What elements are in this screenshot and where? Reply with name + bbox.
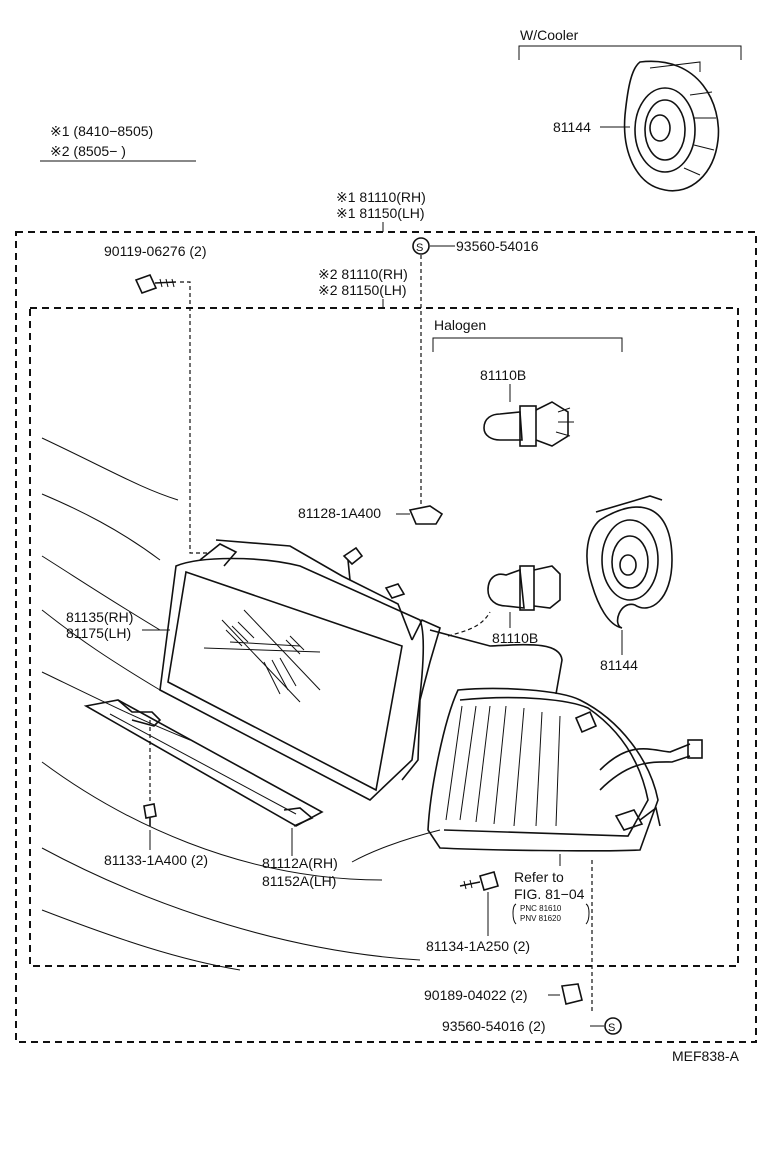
clip-81128: 81128-1A400 bbox=[298, 505, 444, 525]
s-symbol-top bbox=[412, 237, 430, 255]
vehicle-contour-lines bbox=[41, 437, 441, 971]
assembly-inner-box bbox=[29, 307, 739, 967]
part-81110b-top-label: 81110B bbox=[480, 367, 526, 383]
s-symbol-bottom bbox=[604, 1017, 622, 1035]
part-81135-label: 81135(RH) bbox=[66, 609, 133, 625]
part-81152a-label: 81152A(LH) bbox=[262, 873, 336, 889]
figure-code: MEF838-A bbox=[672, 1048, 740, 1064]
halogen-bracket bbox=[432, 337, 623, 352]
assembly-v1-rh-label: ※1 81110(RH) bbox=[336, 189, 426, 205]
part-81175-label: 81175(LH) bbox=[66, 625, 131, 641]
screw-90119-drawing bbox=[134, 274, 177, 294]
halogen-group: Halogen bbox=[432, 317, 623, 352]
screw-81133: 81133-1A400 (2) bbox=[104, 720, 208, 868]
clip-81128-drawing bbox=[408, 505, 444, 525]
bulb-81110b-top: 81110B bbox=[480, 367, 574, 447]
part-93560-top-label: 93560-54016 bbox=[456, 238, 539, 254]
leader-bulb-mid bbox=[447, 611, 491, 637]
nut-90189-drawing bbox=[561, 983, 583, 1005]
part-81134-label: 81134-1A250 (2) bbox=[426, 938, 530, 954]
side-marker-lamp-drawing bbox=[427, 629, 703, 852]
nut-90189: 90189-04022 (2) bbox=[424, 860, 593, 1014]
refer-line-1: Refer to bbox=[514, 869, 564, 885]
assembly-outer-box bbox=[15, 231, 757, 1043]
reflector-81144-right: 81144 bbox=[586, 495, 673, 673]
halogen-label: Halogen bbox=[434, 317, 486, 333]
refer-line-3: PNC 81610 bbox=[520, 904, 562, 913]
refer-line-4: PNV 81620 bbox=[520, 914, 561, 923]
bulb-81110b-mid: 81110B bbox=[447, 565, 561, 646]
lens-81135: 81135(RH) 81175(LH) bbox=[66, 609, 170, 641]
s-symbol-top-text: S bbox=[416, 242, 423, 254]
headlamp-unit-drawing bbox=[159, 539, 441, 801]
support-81112a: 81112A(RH) 81152A(LH) bbox=[83, 699, 338, 889]
leader-90119 bbox=[180, 281, 210, 554]
screw-90119: 90119-06276 (2) bbox=[104, 243, 210, 554]
refer-line-2: FIG. 81−04 bbox=[514, 886, 585, 902]
sealant-93560-top: S 93560-54016 bbox=[412, 237, 539, 506]
screw-81134: 81134-1A250 (2) bbox=[426, 871, 530, 954]
sealant-93560-bottom: 93560-54016 (2) S bbox=[442, 1017, 622, 1035]
refer-paren-left bbox=[512, 903, 517, 925]
part-93560-bottom-label: 93560-54016 (2) bbox=[442, 1018, 546, 1034]
assembly-labels: ※1 81110(RH) ※1 81150(LH) ※2 81110(RH) ※… bbox=[318, 189, 426, 308]
part-81133-label: 81133-1A400 (2) bbox=[104, 852, 208, 868]
reflector-cooler-drawing bbox=[623, 60, 720, 192]
part-81128-label: 81128-1A400 bbox=[298, 505, 381, 521]
refer-paren-right bbox=[585, 903, 590, 925]
refer-to-note: Refer to FIG. 81−04 PNC 81610 PNV 81620 bbox=[512, 854, 590, 925]
variant-1-label: ※1 (8410−8505) bbox=[50, 123, 153, 139]
assembly-v2-rh-label: ※2 81110(RH) bbox=[318, 266, 408, 282]
cooler-bracket bbox=[518, 45, 742, 60]
s-symbol-bottom-text: S bbox=[608, 1022, 615, 1034]
part-90189-label: 90189-04022 (2) bbox=[424, 987, 528, 1003]
variant-legend: ※1 (8410−8505) ※2 (8505− ) bbox=[40, 123, 196, 162]
halogen-bulb-drawing bbox=[483, 401, 574, 447]
assembly-v1-lh-label: ※1 81150(LH) bbox=[336, 205, 425, 221]
cooler-group: W/Cooler 81144 bbox=[518, 27, 742, 192]
part-81144-right-label: 81144 bbox=[600, 657, 638, 673]
part-81144-top-label: 81144 bbox=[553, 119, 591, 135]
part-90119-label: 90119-06276 (2) bbox=[104, 243, 206, 259]
part-81112a-label: 81112A(RH) bbox=[262, 855, 338, 871]
assembly-v2-lh-label: ※2 81150(LH) bbox=[318, 282, 407, 298]
variant-2-label: ※2 (8505− ) bbox=[50, 143, 126, 159]
cooler-label: W/Cooler bbox=[520, 27, 579, 43]
part-81110b-mid-label: 81110B bbox=[492, 630, 538, 646]
